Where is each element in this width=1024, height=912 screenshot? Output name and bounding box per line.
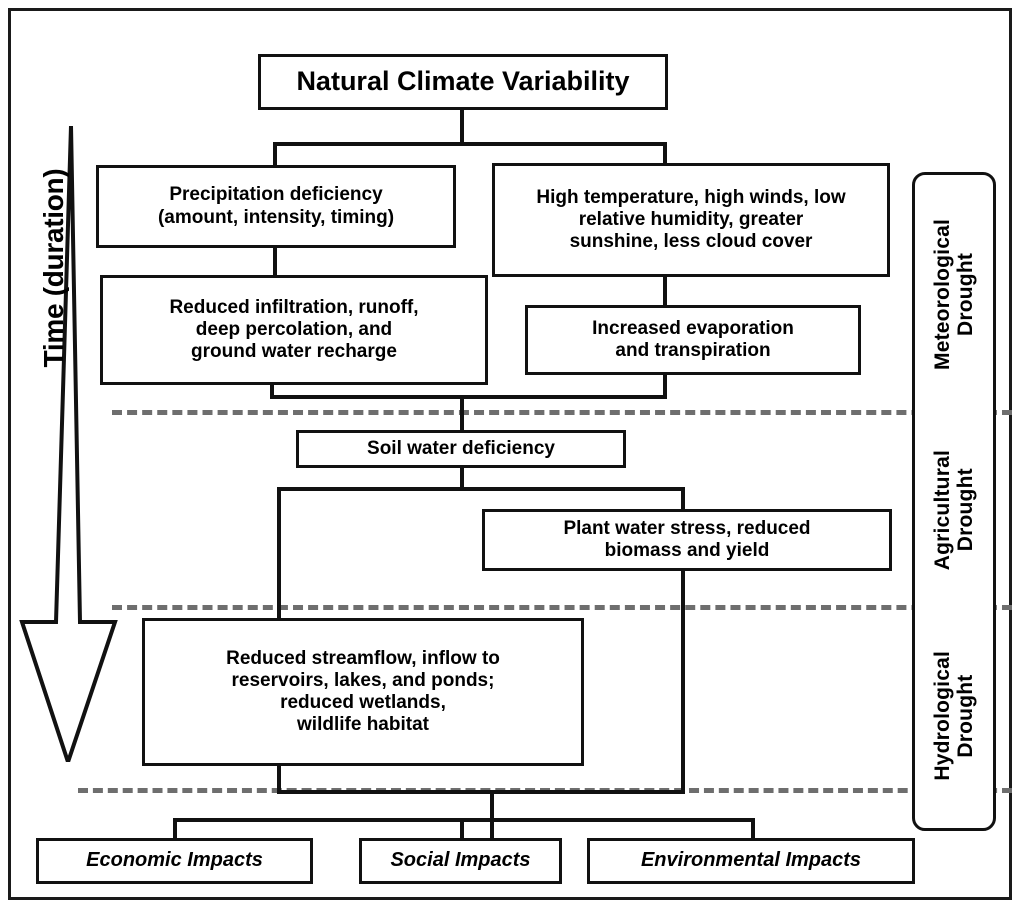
stage-label-hydrological-drought: Hydrological Drought bbox=[915, 608, 993, 824]
stage-label-meteorological-drought-text: Meteorological Drought bbox=[930, 218, 977, 370]
connector-soilwater-down bbox=[460, 466, 464, 490]
connector-merge-to-soilwater bbox=[270, 395, 667, 399]
time-axis-label-text: Time (duration) bbox=[38, 168, 69, 368]
connector-atmosphere-evaporation bbox=[663, 275, 667, 307]
time-axis-label: Time (duration) bbox=[38, 118, 70, 418]
connector-impacts-stem bbox=[490, 790, 494, 840]
box-economic-impacts-label: Economic Impacts bbox=[86, 849, 263, 872]
box-natural-climate-variability-label: Natural Climate Variability bbox=[296, 66, 630, 97]
box-reduced-streamflow-label: Reduced streamflow, inflow to reservoirs… bbox=[226, 647, 500, 736]
connector-evaporation-down bbox=[663, 373, 667, 399]
box-natural-climate-variability[interactable]: Natural Climate Variability bbox=[258, 54, 668, 110]
box-reduced-streamflow[interactable]: Reduced streamflow, inflow to reservoirs… bbox=[142, 618, 584, 766]
box-soil-water-deficiency-label: Soil water deficiency bbox=[367, 437, 555, 459]
box-environmental-impacts-label: Environmental Impacts bbox=[640, 849, 862, 872]
box-precipitation-deficiency[interactable]: Precipitation deficiency (amount, intens… bbox=[96, 165, 456, 248]
connector-to-plantstress bbox=[681, 487, 685, 511]
box-reduced-infiltration[interactable]: Reduced infiltration, runoff, deep perco… bbox=[100, 275, 488, 385]
box-social-impacts[interactable]: Social Impacts bbox=[359, 838, 562, 884]
connector-to-precipitation bbox=[273, 142, 277, 167]
stage-label-hydrological-drought-text: Hydrological Drought bbox=[930, 651, 977, 781]
connector-root-down bbox=[460, 108, 464, 144]
connector-streamflow-down bbox=[277, 765, 281, 793]
stage-label-agricultural-drought-text: Agricultural Drought bbox=[930, 450, 977, 571]
connector-precipitation-infiltration bbox=[273, 246, 277, 277]
separator-agricultural-hydrological bbox=[112, 605, 1012, 610]
box-social-impacts-label: Social Impacts bbox=[390, 849, 531, 872]
connector-soilwater-in bbox=[460, 395, 464, 432]
connector-soilwater-split bbox=[277, 487, 685, 491]
box-high-temperature-label: High temperature, high winds, low relati… bbox=[536, 186, 846, 253]
box-reduced-infiltration-label: Reduced infiltration, runoff, deep perco… bbox=[169, 296, 419, 363]
box-soil-water-deficiency[interactable]: Soil water deficiency bbox=[296, 430, 626, 468]
connector-to-environmental-impacts bbox=[751, 818, 755, 840]
box-plant-water-stress[interactable]: Plant water stress, reduced biomass and … bbox=[482, 509, 892, 571]
connector-to-atmosphere bbox=[663, 142, 667, 165]
connector-to-economic-impacts bbox=[173, 818, 177, 840]
separator-meteorological-agricultural bbox=[112, 410, 1012, 415]
box-increased-evaporation-label: Increased evaporation and transpiration bbox=[592, 317, 794, 361]
connector-plantstress-down bbox=[681, 571, 685, 793]
drought-stage-column: Meteorological Drought Agricultural Drou… bbox=[912, 172, 996, 831]
box-economic-impacts[interactable]: Economic Impacts bbox=[36, 838, 313, 884]
connector-to-social-impacts bbox=[460, 818, 464, 840]
connector-infiltration-down bbox=[270, 383, 274, 399]
box-precipitation-deficiency-label: Precipitation deficiency (amount, intens… bbox=[157, 184, 395, 228]
time-arrow bbox=[18, 125, 118, 769]
box-increased-evaporation[interactable]: Increased evaporation and transpiration bbox=[525, 305, 861, 375]
box-environmental-impacts[interactable]: Environmental Impacts bbox=[587, 838, 915, 884]
stage-label-agricultural-drought: Agricultural Drought bbox=[915, 413, 993, 608]
connector-merge-to-impacts bbox=[277, 790, 685, 794]
box-high-temperature[interactable]: High temperature, high winds, low relati… bbox=[492, 163, 890, 277]
connector-to-streamflow bbox=[277, 487, 281, 619]
stage-label-meteorological-drought: Meteorological Drought bbox=[915, 175, 993, 413]
box-plant-water-stress-label: Plant water stress, reduced biomass and … bbox=[563, 517, 811, 561]
connector-root-split bbox=[273, 142, 667, 146]
